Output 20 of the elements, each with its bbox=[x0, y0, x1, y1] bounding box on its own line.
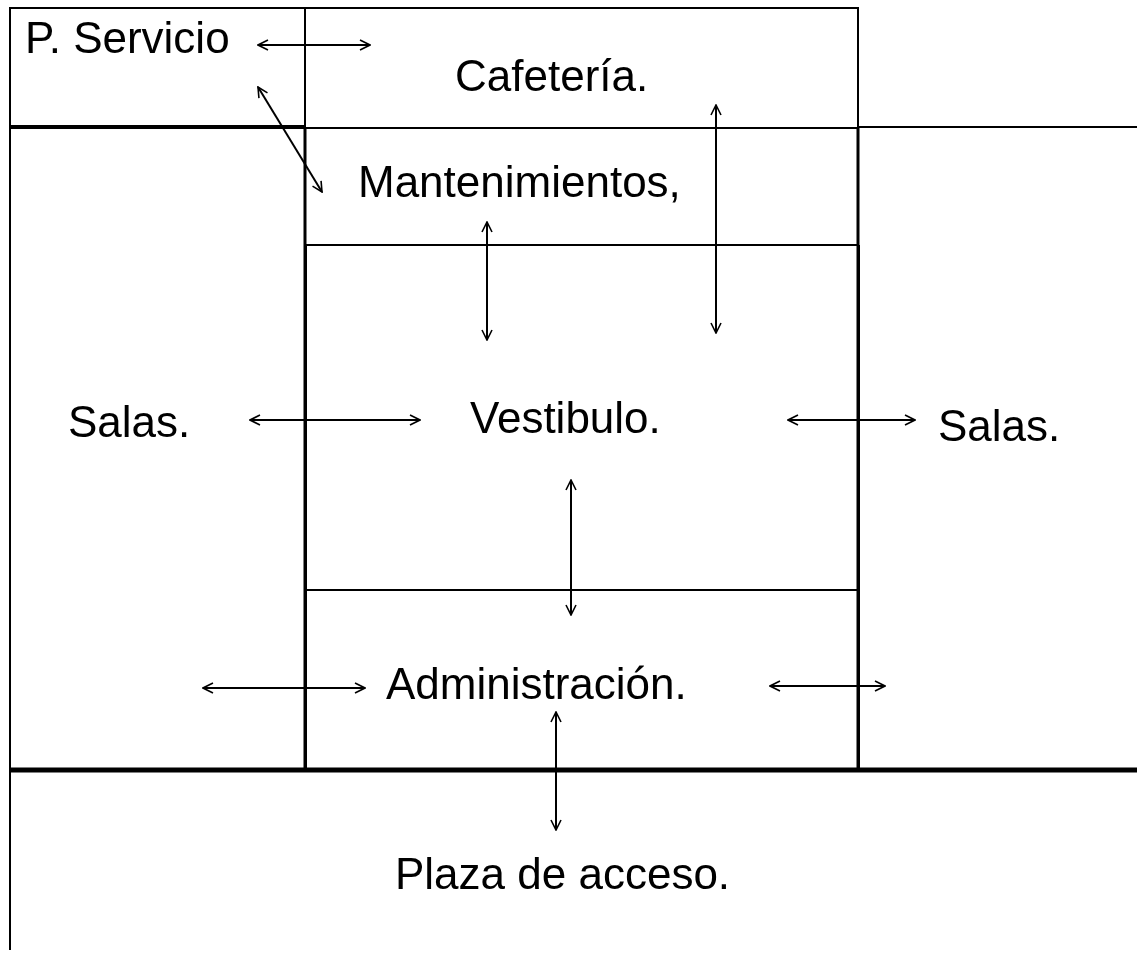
arrow bbox=[769, 680, 886, 692]
arrow bbox=[257, 39, 371, 51]
arrow bbox=[249, 414, 421, 426]
arrow bbox=[550, 711, 562, 831]
room-label: Administración. bbox=[386, 662, 687, 706]
room-label: Mantenimientos, bbox=[358, 160, 681, 204]
room-label: Vestibulo. bbox=[470, 396, 661, 440]
room-label: Cafetería. bbox=[455, 54, 649, 98]
room-label: Salas. bbox=[68, 400, 191, 444]
room-label: Salas. bbox=[938, 404, 1061, 448]
room-area bbox=[304, 245, 860, 590]
room-label: P. Servicio bbox=[25, 16, 230, 60]
arrow bbox=[202, 682, 366, 694]
arrow bbox=[565, 479, 577, 616]
room-area bbox=[304, 589, 860, 770]
arrow bbox=[481, 221, 493, 341]
arrow bbox=[787, 414, 916, 426]
room-label: Plaza de acceso. bbox=[395, 852, 731, 896]
arrow bbox=[257, 86, 323, 193]
arrow bbox=[710, 104, 722, 334]
